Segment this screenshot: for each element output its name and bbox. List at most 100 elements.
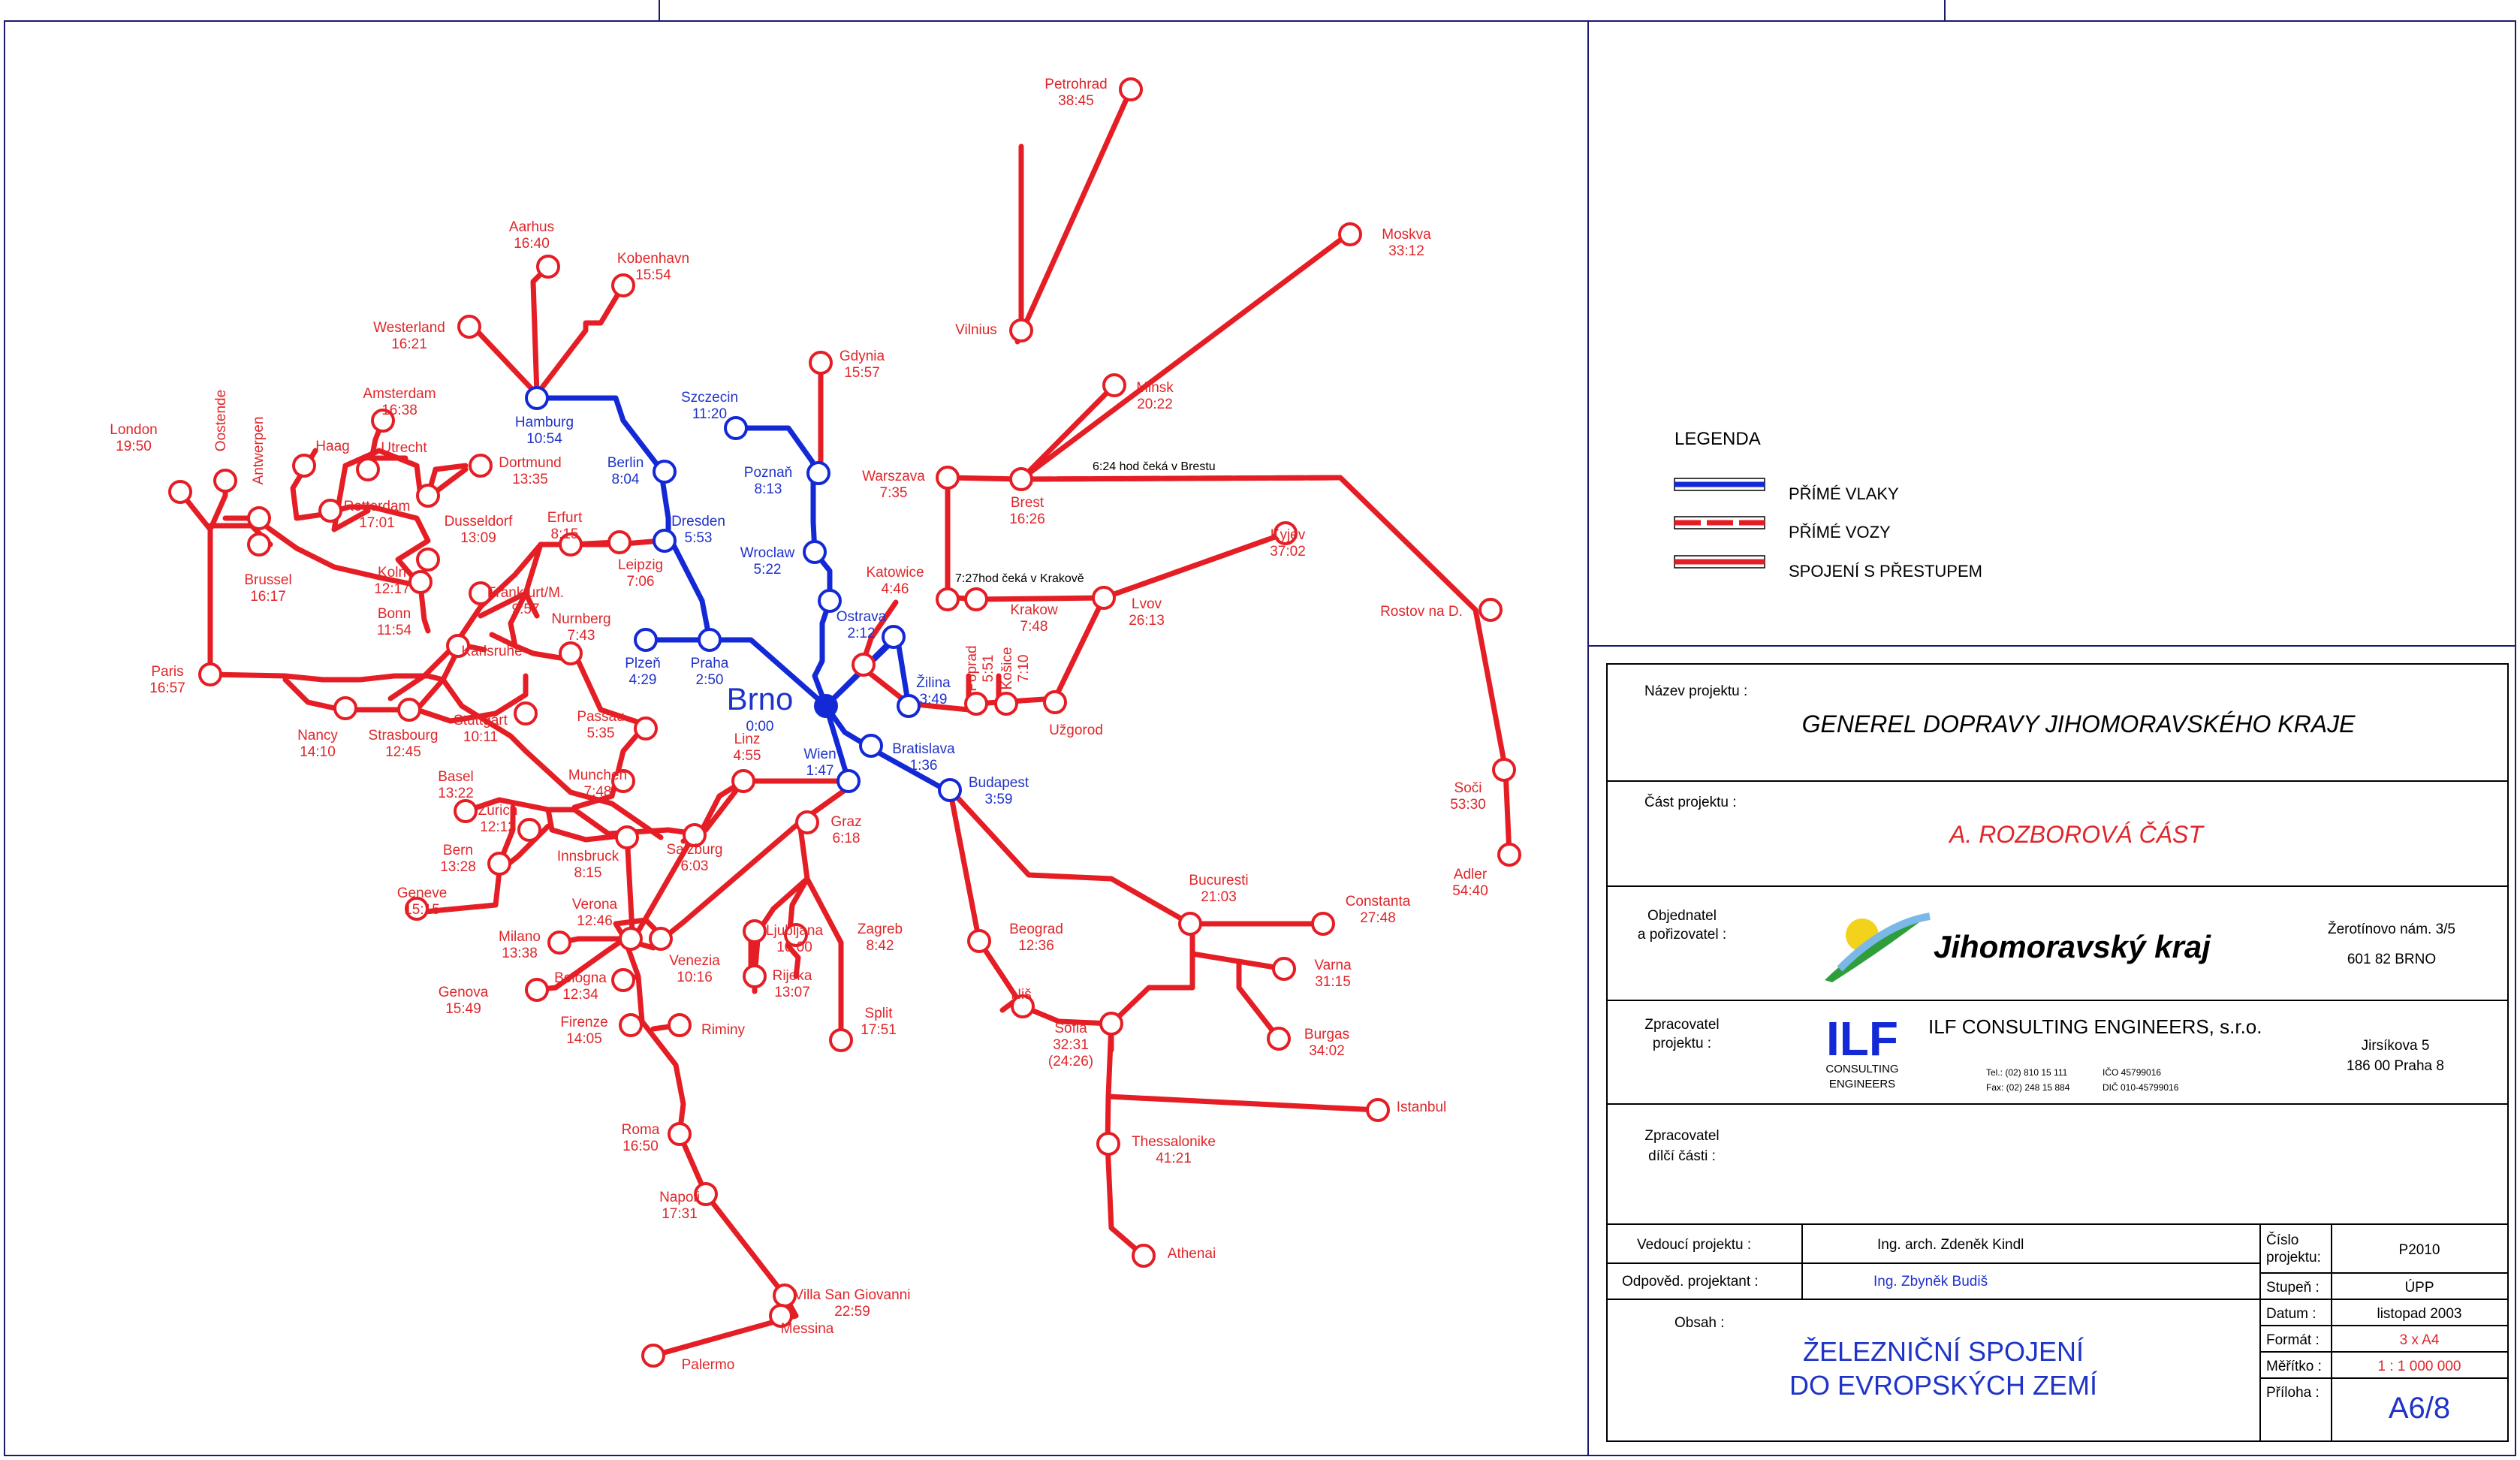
node-kobenhavn — [611, 273, 635, 297]
station-time: 10:11 — [463, 729, 498, 745]
station-time: 11:54 — [377, 623, 412, 638]
station-time: 12:12 — [480, 819, 516, 835]
node-haag — [292, 454, 316, 478]
station-name: Ljubljana — [766, 923, 823, 939]
station-name: Napoli — [659, 1190, 700, 1205]
station-name: Amsterdam — [363, 386, 436, 402]
station-name: Hamburg — [515, 415, 574, 430]
node-beograd — [967, 929, 991, 953]
part-value: A. ROZBOROVÁ ČÁST — [1948, 821, 2205, 848]
station-time: 8:42 — [867, 938, 894, 954]
node-aarhus — [536, 255, 560, 279]
node-frankfurt — [469, 581, 493, 605]
station-time: 15:57 — [844, 365, 880, 381]
processor-ico: IČO 45799016 — [2103, 1066, 2161, 1078]
processor-label-2: projektu : — [1653, 1036, 1711, 1051]
node-riminy — [668, 1013, 692, 1037]
node-kat-blue — [882, 625, 906, 649]
station-name: Erfurt — [547, 510, 583, 526]
station-time: 27:48 — [1360, 910, 1396, 926]
station-time: 9:57 — [512, 602, 540, 617]
station-time: 16:38 — [381, 403, 417, 418]
station-time: 54:40 — [1452, 883, 1488, 899]
node-gdynia — [809, 351, 833, 375]
station-time: 5:53 — [685, 530, 713, 546]
node-linz — [731, 769, 755, 793]
station-name: Minsk — [1136, 380, 1174, 396]
station-time: 13:28 — [440, 859, 476, 875]
station-time: (24:26) — [1048, 1054, 1093, 1069]
station-time: 12:46 — [577, 913, 613, 929]
station-name: Passau — [577, 709, 624, 725]
node-moskva — [1338, 222, 1362, 246]
station-name: Split — [865, 1006, 894, 1021]
station-name: Lvov — [1132, 596, 1162, 612]
node-salzburg — [683, 823, 707, 847]
station-name: Soči — [1454, 780, 1482, 796]
station-time: 34:02 — [1309, 1043, 1345, 1059]
svg-text:1 : 1 000 000: 1 : 1 000 000 — [2378, 1359, 2461, 1374]
node-poznan — [806, 461, 830, 485]
station-time: 12:36 — [1018, 938, 1054, 954]
station-name: Haag — [315, 439, 349, 454]
client-addr-1: Žerotínovo nám. 3/5 — [2328, 921, 2455, 937]
node-westerland — [457, 315, 481, 339]
station-name: Žilina — [916, 674, 951, 691]
project-name: GENEREL DOPRAVY JIHOMORAVSKÉHO KRAJE — [1802, 710, 2356, 738]
node-munchen — [611, 769, 635, 793]
station-time: 33:12 — [1388, 243, 1424, 259]
station-name: Istanbul — [1397, 1100, 1447, 1115]
node-poprad — [964, 692, 988, 716]
station-name: Munchen — [568, 768, 627, 783]
station-name: Roma — [622, 1122, 660, 1138]
station-name: Nurnberg — [551, 611, 610, 627]
station-time: 5:35 — [587, 725, 615, 741]
station-name: Riminy — [701, 1022, 746, 1038]
station-name: Bratislava — [892, 741, 955, 757]
station-name: Poznaň — [744, 465, 792, 481]
node-vilnius — [1009, 318, 1033, 342]
station-time: 16:57 — [149, 680, 185, 696]
station-time: 7:10 — [1016, 655, 1032, 683]
station-name: Antwerpen — [251, 417, 267, 485]
station-time: 16:50 — [622, 1139, 659, 1154]
svg-text:projektu:: projektu: — [2266, 1250, 2321, 1265]
station-name: Utrecht — [381, 440, 427, 456]
station-time: 15:15 — [404, 902, 440, 918]
station-name: Athenai — [1168, 1246, 1216, 1262]
node-ostrava — [818, 589, 842, 613]
svg-text:ÚPP: ÚPP — [2404, 1279, 2434, 1296]
node-warszava — [936, 466, 960, 490]
svg-text:Příloha :: Příloha : — [2266, 1385, 2320, 1401]
station-time: 3:49 — [920, 692, 948, 707]
station-markers — [168, 77, 1521, 1368]
legend-item-2: SPOJENÍ S PŘESTUPEM — [1789, 562, 1982, 581]
station-name: Aarhus — [509, 219, 554, 235]
station-name: Košice — [999, 647, 1015, 689]
svg-text:3 x A4: 3 x A4 — [2400, 1332, 2440, 1348]
contents-1: ŽELEZNIČNÍ SPOJENÍ — [1803, 1336, 2084, 1367]
station-name: Brest — [1011, 495, 1044, 511]
station-name: Varna — [1314, 958, 1352, 973]
station-time: 16:21 — [391, 336, 427, 352]
station-name: Zurich — [478, 803, 518, 819]
processor-logo-sub-1: CONSULTING — [1825, 1063, 1898, 1075]
station-time: 5:22 — [754, 562, 782, 578]
node-brno — [814, 694, 838, 718]
meta-table: Číslo projektu: P2010 Stupeň : ÚPP Datum… — [2266, 1232, 2462, 1425]
node-hamburg — [525, 386, 549, 410]
station-name: Beograd — [1009, 922, 1063, 937]
processor-logo-sub-2: ENGINEERS — [1829, 1078, 1895, 1090]
station-name: Wien — [803, 747, 836, 762]
processor-addr-2: 186 00 Praha 8 — [2347, 1058, 2444, 1074]
node-geneve — [405, 897, 429, 921]
red-lines — [177, 86, 1512, 1359]
node-roma — [668, 1122, 692, 1146]
node-antwerpen — [247, 506, 271, 530]
client-label-1: Objednatel — [1647, 908, 1717, 924]
station-time: 31:15 — [1315, 974, 1351, 990]
node-erfurt — [559, 532, 583, 557]
station-name: Karlsruhe — [461, 644, 522, 659]
station-name: Verona — [572, 897, 618, 912]
station-time: 15:49 — [445, 1001, 481, 1017]
